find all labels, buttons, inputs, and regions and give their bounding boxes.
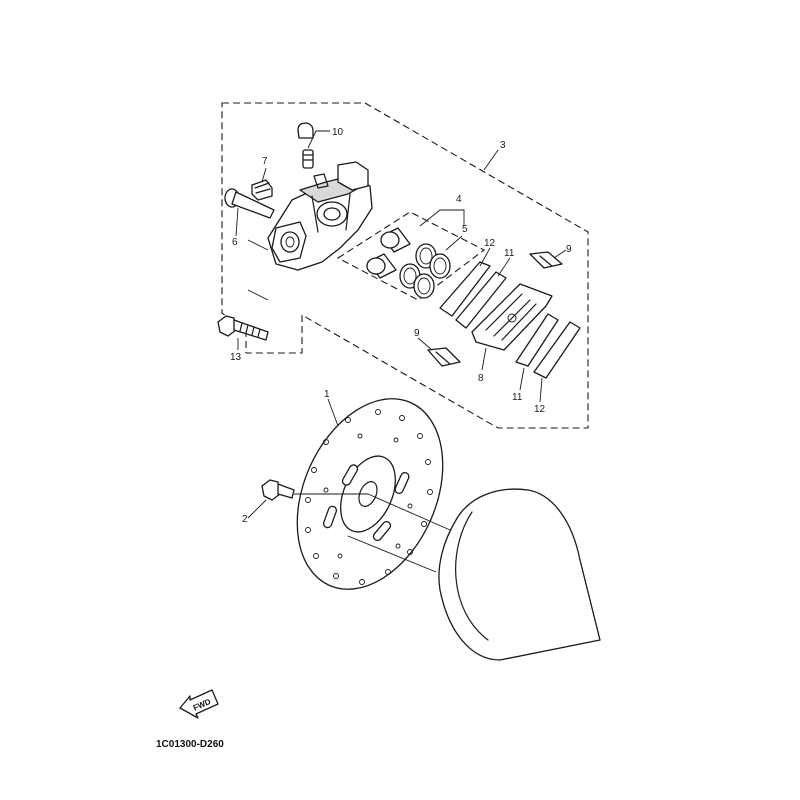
- callout-2: 2: [242, 514, 248, 525]
- boot: [251, 179, 273, 201]
- pad-spring-top: [529, 251, 563, 269]
- pad-support: [471, 283, 553, 351]
- brake-caliper: [267, 161, 373, 271]
- leader-12-bottom: [539, 377, 543, 403]
- leader-2: [247, 499, 267, 519]
- callout-12-bottom: 12: [534, 404, 546, 415]
- leader-11-top: [497, 257, 511, 277]
- fwd-arrow-icon: FWD: [179, 689, 219, 719]
- leader-6: [235, 207, 239, 237]
- leader-5: [445, 235, 463, 251]
- axis-line-upper: [367, 493, 451, 531]
- leader-8: [481, 347, 487, 371]
- diagram-code: 1C01300-D260: [156, 739, 224, 750]
- brake-pad-bottom: [533, 321, 581, 379]
- leader-1: [327, 398, 339, 427]
- piston-seals: [399, 243, 451, 299]
- callout-11-top: 11: [504, 248, 515, 259]
- brake-disc: [296, 398, 444, 590]
- leader-12-top: [479, 247, 491, 267]
- leader-9-bottom: [417, 337, 433, 351]
- leader-3: [483, 149, 499, 171]
- callout-3: 3: [500, 140, 506, 151]
- caliper-pin: [224, 188, 275, 219]
- seal-kit-boundary: [336, 211, 486, 301]
- axis-line-lower: [347, 535, 437, 573]
- callout-5: 5: [462, 224, 468, 235]
- leader-10: [307, 130, 330, 149]
- bleed-screw: [302, 149, 314, 169]
- pistons: [366, 227, 411, 279]
- wheel-hub: [438, 488, 601, 661]
- callout-13: 13: [230, 352, 242, 363]
- leader-4: [419, 209, 465, 227]
- brake-pad-top: [439, 261, 491, 317]
- callout-9-bottom: 9: [414, 328, 420, 339]
- callout-12-top: 12: [484, 238, 496, 249]
- callout-8: 8: [478, 373, 484, 384]
- callout-9-top: 9: [566, 244, 572, 255]
- shim-top: [455, 271, 507, 329]
- leader-13-bracket: [247, 239, 269, 301]
- callout-1: 1: [324, 389, 330, 400]
- caliper-bolt: [217, 315, 269, 341]
- callout-11-bottom: 11: [512, 392, 523, 403]
- disc-bolt: [261, 479, 295, 501]
- pad-spring-bottom: [427, 347, 461, 367]
- bleed-cap: [297, 122, 314, 139]
- shim-bottom: [515, 313, 559, 367]
- callout-10: 10: [332, 127, 344, 138]
- leader-9-top: [553, 249, 567, 259]
- callout-7: 7: [262, 156, 268, 167]
- leader-11-bottom: [519, 367, 525, 391]
- callout-6: 6: [232, 237, 238, 248]
- callout-4: 4: [456, 194, 462, 205]
- leader-7: [261, 167, 267, 183]
